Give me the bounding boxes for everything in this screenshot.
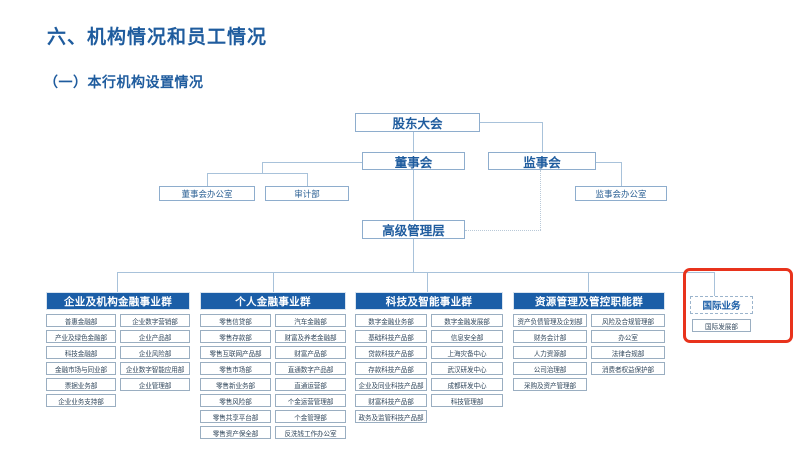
line-bus-to-group-3 <box>427 272 428 292</box>
line-bus-to-international <box>714 272 715 296</box>
line-supervision-dotted-horizontal <box>465 230 541 231</box>
dept-cell[interactable]: 直通运营部 <box>275 378 346 391</box>
group-1-right-subcolumn: 企业数字营销部 企业产品部 企业风险部 企业数字智能应用部 企业管理部 <box>120 314 190 407</box>
dept-cell[interactable]: 成都研发中心 <box>431 378 503 391</box>
node-supervisors-office: 监事会办公室 <box>575 186 667 201</box>
dept-cell[interactable]: 反洗钱工作办公室 <box>275 426 346 439</box>
dept-cell[interactable]: 数字金融业务部 <box>355 314 427 327</box>
dept-cell[interactable]: 汽车金融部 <box>275 314 346 327</box>
dept-cell[interactable]: 存款科技产品部 <box>355 362 427 375</box>
line-to-board-office <box>207 173 208 186</box>
group-3-right-subcolumn: 数字金融发展部 信息安全部 上海灾备中心 武汉研发中心 成都研发中心 科技管理部 <box>431 314 503 423</box>
dept-cell[interactable]: 直通数字产品部 <box>275 362 346 375</box>
dept-cell[interactable]: 财富科技产品部 <box>355 394 427 407</box>
line-board-to-senior-management <box>413 170 414 220</box>
node-senior-management: 高级管理层 <box>362 220 465 239</box>
dept-cell[interactable]: 数字金融发展部 <box>431 314 503 327</box>
group-header-4: 资源管理及管控职能群 <box>513 292 665 310</box>
section-subtitle: （一）本行机构设置情况 <box>44 74 204 90</box>
page-title: 六、机构情况和员工情况 <box>47 27 268 48</box>
dept-cell[interactable]: 政务及监管科技产品部 <box>355 410 427 423</box>
dept-cell[interactable]: 上海灾备中心 <box>431 346 503 359</box>
node-board-office: 董事会办公室 <box>159 186 255 201</box>
line-senior-management-drop <box>413 239 414 272</box>
dept-cell[interactable]: 人力资源部 <box>513 346 587 359</box>
dept-cell[interactable]: 零售共享平台部 <box>200 410 271 423</box>
line-supervision-dotted-vertical <box>540 170 541 230</box>
group-header-3: 科技及智能事业群 <box>355 292 503 310</box>
dept-cell[interactable]: 消费者权益保护部 <box>591 362 665 375</box>
dept-cell[interactable]: 零售市场部 <box>200 362 271 375</box>
group-header-2: 个人金融事业群 <box>200 292 346 310</box>
dept-cell[interactable]: 企业数字营销部 <box>120 314 190 327</box>
group-2-right-subcolumn: 汽车金融部 财富及养老金融部 财富产品部 直通数字产品部 直通运营部 个金运营管… <box>275 314 346 439</box>
line-shareholders-to-supervisors <box>542 122 543 152</box>
dept-cell[interactable]: 科技管理部 <box>431 394 503 407</box>
node-shareholders-meeting: 股东大会 <box>355 113 480 132</box>
dept-cell[interactable]: 科技金融部 <box>46 346 116 359</box>
line-to-audit-department <box>307 173 308 186</box>
group-header-1: 企业及机构金融事业群 <box>46 292 190 310</box>
group-1-left-subcolumn: 普惠金融部 产业及绿色金融部 科技金融部 金融市场与同业部 票据业务部 企业业务… <box>46 314 116 407</box>
group-column-1: 企业及机构金融事业群 普惠金融部 产业及绿色金融部 科技金融部 金融市场与同业部… <box>46 292 190 407</box>
line-supervisors-right-bus <box>596 162 621 163</box>
dept-cell[interactable]: 金融市场与同业部 <box>46 362 116 375</box>
dept-cell[interactable]: 财富及养老金融部 <box>275 330 346 343</box>
node-audit-department: 审计部 <box>265 186 349 201</box>
line-shareholders-right <box>480 122 542 123</box>
international-business-header: 国际业务 <box>690 296 753 314</box>
group-column-2: 个人金融事业群 零售信贷部 零售存款部 零售互联网产品部 零售市场部 零售新业务… <box>200 292 346 439</box>
group-2-left-subcolumn: 零售信贷部 零售存款部 零售互联网产品部 零售市场部 零售新业务部 零售风险部 … <box>200 314 271 439</box>
dept-cell-international-development[interactable]: 国际发展部 <box>692 319 751 332</box>
line-bus-to-group-2 <box>273 272 274 292</box>
line-groups-bus <box>117 272 714 273</box>
dept-cell[interactable]: 个金运营管理部 <box>275 394 346 407</box>
dept-cell[interactable]: 财富产品部 <box>275 346 346 359</box>
dept-cell[interactable]: 产业及绿色金融部 <box>46 330 116 343</box>
group-4-left-subcolumn: 资产负债管理及企划部 财务会计部 人力资源部 公司治理部 采购及资产管理部 <box>513 314 587 391</box>
line-board-left-drop <box>262 162 263 173</box>
dept-cell[interactable]: 法律合规部 <box>591 346 665 359</box>
dept-cell[interactable]: 资产负债管理及企划部 <box>513 314 587 327</box>
dept-cell[interactable]: 零售互联网产品部 <box>200 346 271 359</box>
dept-cell[interactable]: 基础科技产品部 <box>355 330 427 343</box>
dept-cell[interactable]: 企业及同业科技产品部 <box>355 378 427 391</box>
dept-cell[interactable]: 企业产品部 <box>120 330 190 343</box>
dept-cell[interactable]: 零售资产保全部 <box>200 426 271 439</box>
dept-cell[interactable]: 票据业务部 <box>46 378 116 391</box>
group-column-3: 科技及智能事业群 数字金融业务部 基础科技产品部 贷款科技产品部 存款科技产品部… <box>355 292 503 423</box>
dept-cell[interactable]: 企业风险部 <box>120 346 190 359</box>
dept-cell[interactable]: 办公室 <box>591 330 665 343</box>
dept-cell[interactable]: 企业管理部 <box>120 378 190 391</box>
dept-cell[interactable]: 零售风险部 <box>200 394 271 407</box>
group-column-4: 资源管理及管控职能群 资产负债管理及企划部 财务会计部 人力资源部 公司治理部 … <box>513 292 665 391</box>
group-3-left-subcolumn: 数字金融业务部 基础科技产品部 贷款科技产品部 存款科技产品部 企业及同业科技产… <box>355 314 427 423</box>
dept-cell[interactable]: 风险及合规管理部 <box>591 314 665 327</box>
line-board-left-bus <box>262 162 362 163</box>
line-board-children-bus <box>207 173 307 174</box>
dept-cell[interactable]: 财务会计部 <box>513 330 587 343</box>
dept-cell[interactable]: 信息安全部 <box>431 330 503 343</box>
dept-cell[interactable]: 个金管理部 <box>275 410 346 423</box>
dept-cell[interactable]: 公司治理部 <box>513 362 587 375</box>
dept-cell[interactable]: 企业数字智能应用部 <box>120 362 190 375</box>
dept-cell[interactable]: 零售信贷部 <box>200 314 271 327</box>
dept-cell[interactable]: 采购及资产管理部 <box>513 378 587 391</box>
node-board-of-directors: 董事会 <box>362 152 465 170</box>
dept-cell[interactable]: 武汉研发中心 <box>431 362 503 375</box>
dept-cell[interactable]: 零售新业务部 <box>200 378 271 391</box>
group-4-right-subcolumn: 风险及合规管理部 办公室 法律合规部 消费者权益保护部 <box>591 314 665 391</box>
node-board-of-supervisors: 监事会 <box>488 152 596 170</box>
dept-cell[interactable]: 贷款科技产品部 <box>355 346 427 359</box>
dept-cell[interactable]: 企业业务支持部 <box>46 394 116 407</box>
line-to-supervisors-office <box>621 162 622 186</box>
dept-cell[interactable]: 普惠金融部 <box>46 314 116 327</box>
line-bus-to-group-4 <box>588 272 589 292</box>
line-bus-to-group-1 <box>117 272 118 292</box>
line-shareholders-to-board <box>413 132 414 152</box>
dept-cell[interactable]: 零售存款部 <box>200 330 271 343</box>
